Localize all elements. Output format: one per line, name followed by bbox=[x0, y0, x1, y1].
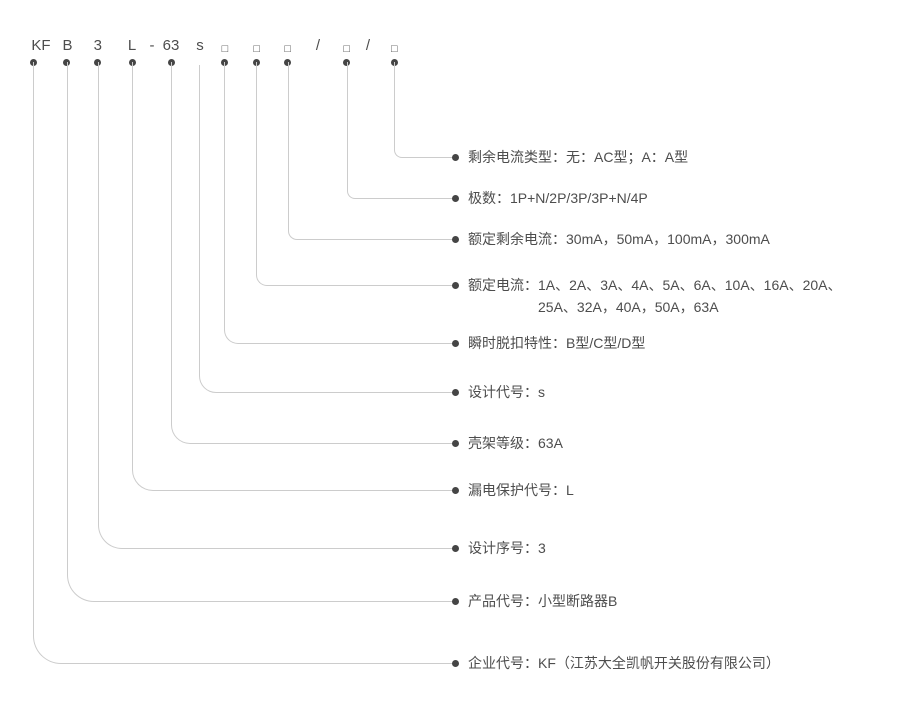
spec-product-code: 产品代号：小型断路器B bbox=[468, 593, 618, 609]
connector-line bbox=[171, 62, 456, 444]
code-part-box-2: □ bbox=[253, 43, 261, 55]
connector-line bbox=[256, 62, 456, 286]
connector-line bbox=[132, 62, 456, 491]
label-bullet bbox=[451, 235, 459, 243]
code-part-box-4: □ bbox=[343, 43, 351, 55]
connector-line bbox=[33, 62, 456, 664]
label-bullet bbox=[451, 659, 459, 667]
code-part-slash-1: / bbox=[315, 37, 321, 54]
label-bullet bbox=[451, 281, 459, 289]
code-part-slash-2: / bbox=[365, 37, 371, 54]
spec-design-serial: 设计序号：3 bbox=[468, 540, 546, 556]
connector-line bbox=[66, 62, 456, 602]
spec-company-code: 企业代号：KF（江苏大全凯帆开关股份有限公司） bbox=[468, 655, 780, 671]
connector-line bbox=[97, 62, 456, 549]
code-part-box-3: □ bbox=[284, 43, 292, 55]
code-part-b: B bbox=[62, 37, 73, 54]
label-bullet bbox=[451, 339, 459, 347]
label-bullet bbox=[451, 486, 459, 494]
code-part-63: 63 bbox=[162, 37, 180, 54]
code-part-box-5: □ bbox=[390, 43, 398, 55]
label-bullet bbox=[451, 388, 459, 396]
connector-line bbox=[394, 62, 456, 158]
connector-line bbox=[346, 62, 456, 199]
spec-leakage-protection-code: 漏电保护代号：L bbox=[468, 482, 574, 498]
label-bullet bbox=[451, 439, 459, 447]
code-part-box-1: □ bbox=[221, 43, 229, 55]
spec-rated-current: 额定电流：1A、2A、3A、4A、5A、6A、10A、16A、20A、 bbox=[468, 277, 842, 293]
spec-poles: 极数：1P+N/2P/3P/3P+N/4P bbox=[468, 190, 648, 206]
spec-rated-current-line2: 25A、32A，40A，50A，63A bbox=[538, 299, 719, 315]
spec-frame-rating: 壳架等级：63A bbox=[468, 435, 563, 451]
code-part-s: s bbox=[196, 37, 204, 54]
connector-line bbox=[224, 62, 456, 344]
spec-residual-current-type: 剩余电流类型：无：AC型；A：A型 bbox=[468, 149, 689, 165]
code-part-l: L bbox=[127, 37, 137, 54]
label-bullet bbox=[451, 597, 459, 605]
connector-line bbox=[199, 65, 456, 393]
label-bullet bbox=[451, 194, 459, 202]
code-part-kf: KF bbox=[31, 37, 51, 54]
spec-design-code: 设计代号：s bbox=[468, 384, 545, 400]
label-bullet bbox=[451, 544, 459, 552]
connector-line bbox=[287, 62, 456, 240]
code-part-3: 3 bbox=[93, 37, 102, 54]
code-part-hyphen: - bbox=[149, 37, 155, 54]
spec-instantaneous-tripping: 瞬时脱扣特性：B型/C型/D型 bbox=[468, 335, 646, 351]
spec-rated-residual-current: 额定剩余电流：30mA，50mA，100mA，300mA bbox=[468, 231, 770, 247]
label-bullet bbox=[451, 153, 459, 161]
